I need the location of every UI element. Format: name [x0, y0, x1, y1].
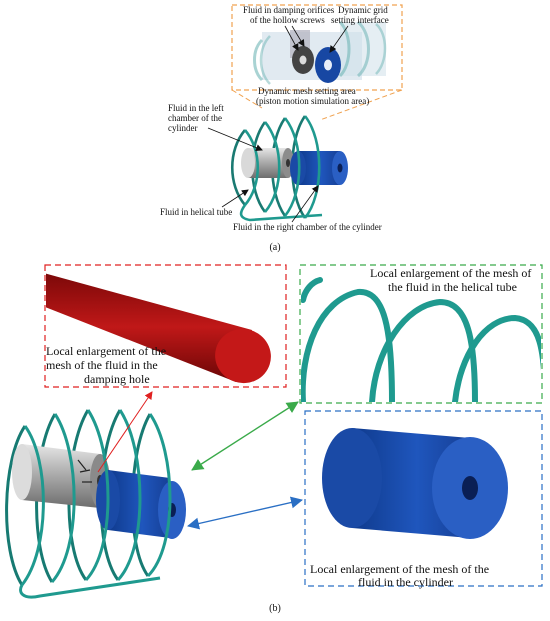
label-left-chamber-1: Fluid in the left [168, 103, 224, 113]
panel-cylinder: Local enlargement of the mesh of the flu… [304, 410, 543, 589]
label-damping-orifices-1: Fluid in damping orifices [243, 5, 335, 15]
label-dynamic-grid-1: Dynamic grid [338, 5, 388, 15]
label-helical-tube-b-1: Local enlargement of the mesh of [370, 266, 531, 280]
pointer-left-chamber [207, 127, 263, 151]
assembly-b [5, 409, 186, 599]
label-left-chamber-2: chamber of the [168, 113, 222, 123]
pointer-helical-tube [221, 189, 249, 208]
part-b: Local enlargement of the mesh of the flu… [5, 264, 543, 614]
pointer-right-chamber [291, 185, 319, 223]
panel-damping-hole: Local enlargement of the mesh of the flu… [44, 264, 287, 388]
pointer-orifice-1 [284, 25, 299, 51]
inset-mesh-illustration [253, 20, 387, 85]
pointer-orifice-2 [291, 25, 305, 47]
arrow-red-to-damping-hole [97, 391, 153, 473]
arrow-blue-to-cylinder [187, 496, 303, 530]
helical-coil-segment [301, 288, 395, 402]
label-cylinder-1: Local enlargement of the mesh of the [310, 562, 489, 576]
inset-guide-right [319, 89, 403, 121]
gray-chamber-b [22, 444, 100, 508]
label-cylinder-2: fluid in the cylinder [358, 575, 453, 589]
label-damping-orifices-2: of the hollow screws [250, 15, 325, 25]
assembly-a [230, 115, 348, 222]
label-damping-hole-2: mesh of the fluid in the [46, 358, 158, 372]
red-fluid-rod [46, 273, 252, 382]
label-dynamic-mesh-1: Dynamic mesh setting area [258, 86, 356, 96]
label-damping-hole-3: damping hole [84, 372, 150, 386]
label-damping-hole-1: Local enlargement of the [46, 344, 166, 358]
label-dynamic-grid-2: setting interface [331, 15, 389, 25]
part-b-label: (b) [269, 603, 281, 614]
label-left-chamber-3: cylinder [168, 123, 198, 133]
part-a-label: (a) [269, 242, 280, 253]
inset-frame [231, 4, 403, 91]
label-helical-tube-b-2: the fluid in the helical tube [388, 280, 517, 294]
inset-guide-left [231, 89, 263, 109]
part-a: Fluid in damping orifices of the hollow … [160, 4, 403, 253]
panel-helical-tube: Local enlargement of the mesh of the flu… [299, 264, 543, 404]
arrow-green-to-helical [191, 401, 299, 471]
label-helical-tube-a: Fluid in helical tube [160, 207, 232, 217]
label-right-chamber-a: Fluid in the right chamber of the cylind… [233, 222, 382, 232]
label-dynamic-mesh-2: (piston motion simulation area) [256, 96, 369, 106]
pointer-grid [329, 25, 349, 53]
